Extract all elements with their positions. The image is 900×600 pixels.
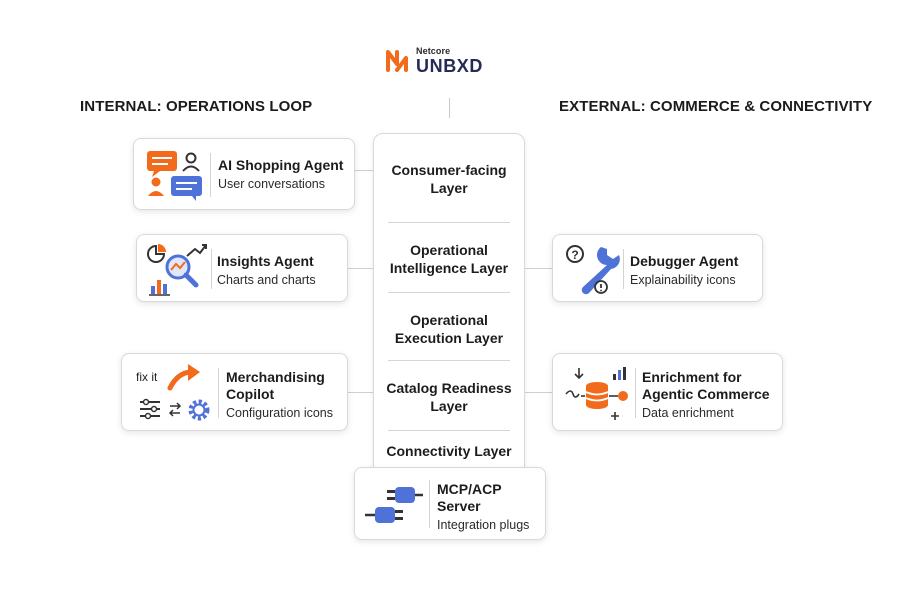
chat-bubbles-icon xyxy=(147,151,202,201)
enrichment-card: Enrichment for Agentic Commerce Data enr… xyxy=(552,353,783,431)
svg-text:?: ? xyxy=(571,248,578,262)
layer-separator xyxy=(388,430,510,431)
card-divider xyxy=(210,153,211,197)
mcp-subtitle: Integration plugs xyxy=(437,518,530,532)
ai-shopping-agent-card: AI Shopping Agent User conversations xyxy=(133,138,355,210)
wrench-icon: ? xyxy=(566,245,620,295)
plug-icon xyxy=(365,487,423,523)
card-divider xyxy=(635,368,636,418)
layer-separator xyxy=(388,292,510,293)
card-divider xyxy=(623,249,624,289)
connector-enrichment xyxy=(525,392,552,393)
sliders-gear-icon xyxy=(140,364,210,421)
insights-agent-card: Insights Agent Charts and charts xyxy=(136,234,348,302)
merch-copilot-title-2: Copilot xyxy=(226,386,275,402)
merchandising-copilot-card: fix it Merchandising Copilot Configurati… xyxy=(121,353,348,431)
layer-separator xyxy=(388,360,510,361)
debugger-agent-subtitle: Explainability icons xyxy=(630,273,736,287)
debugger-agent-card: ? Debugger Agent Explainability icons xyxy=(552,234,763,302)
internal-heading: INTERNAL: OPERATIONS LOOP xyxy=(80,98,313,115)
enrichment-title-2: Agentic Commerce xyxy=(642,386,770,402)
card-divider xyxy=(429,480,430,528)
layer-separator xyxy=(388,222,510,223)
mcp-title-1: MCP/ACP xyxy=(437,481,502,497)
layer-connectivity: Connectivity Layer xyxy=(386,443,512,459)
heading-divider xyxy=(449,98,450,118)
insights-agent-subtitle: Charts and charts xyxy=(217,273,316,287)
connector-merch xyxy=(348,392,373,393)
mcp-title-2: Server xyxy=(437,498,481,514)
shopping-agent-title: AI Shopping Agent xyxy=(218,157,344,173)
mcp-acp-server-card: MCP/ACP Server Integration plugs xyxy=(354,467,546,540)
external-heading: EXTERNAL: COMMERCE & CONNECTIVITY xyxy=(559,98,873,115)
enrichment-subtitle: Data enrichment xyxy=(642,406,734,420)
enrichment-title-1: Enrichment for xyxy=(642,369,742,385)
connector-insights xyxy=(348,268,373,269)
connector-shopping xyxy=(355,170,373,171)
logo-brand-large: UNBXD xyxy=(416,56,484,76)
fix-it-tag: fix it xyxy=(136,370,158,384)
netcore-unbxd-logo: Netcore UNBXD xyxy=(384,44,494,78)
logo-brand-small: Netcore xyxy=(416,46,451,56)
database-icon xyxy=(565,367,628,420)
debugger-agent-title: Debugger Agent xyxy=(630,253,739,269)
unbxd-logo-icon xyxy=(386,50,408,72)
shopping-agent-subtitle: User conversations xyxy=(218,177,325,191)
merch-copilot-subtitle: Configuration icons xyxy=(226,406,334,420)
analytics-magnifier-icon xyxy=(147,244,207,296)
connector-debugger xyxy=(525,268,552,269)
card-divider xyxy=(211,249,212,289)
merch-copilot-title-1: Merchandising xyxy=(226,369,325,385)
insights-agent-title: Insights Agent xyxy=(217,253,314,269)
card-divider xyxy=(218,368,219,418)
